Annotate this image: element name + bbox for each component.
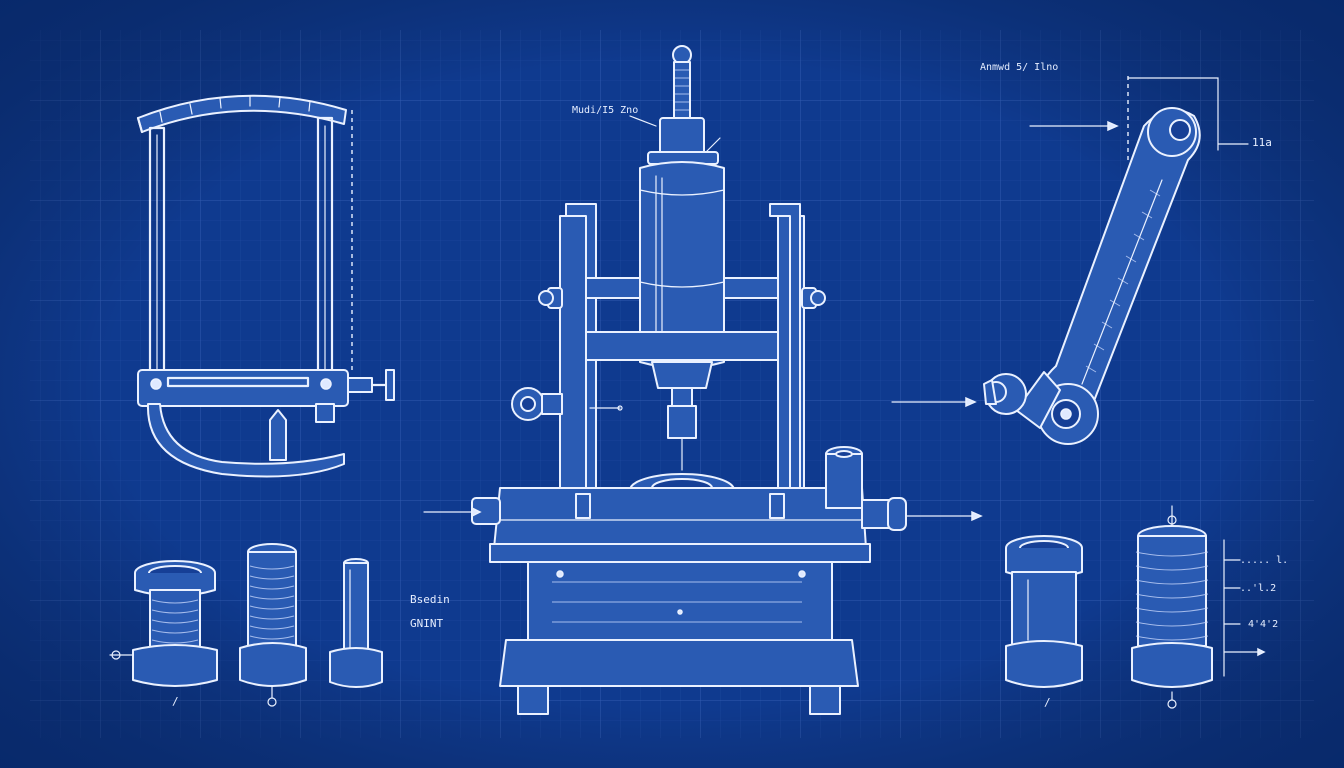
spindle-label: Mudi/I5 Zno: [572, 105, 638, 116]
part-left-tick: /: [172, 695, 179, 708]
left-parts-label-a: Bsedin: [410, 593, 450, 606]
left-parts-label-b: GNINT: [410, 617, 443, 630]
right-bushing-icon: [1005, 535, 1083, 688]
coil-spring-icon: [1131, 505, 1266, 709]
crank-arm-icon: [983, 107, 1201, 445]
leader-arrows: [423, 120, 1119, 522]
spring-sleeve-icon: [239, 543, 307, 707]
press-machine-icon: [471, 45, 907, 715]
arm-dimension-label: 11a: [1252, 136, 1272, 149]
part-right-tick: /: [1044, 696, 1051, 709]
spring-label-low: 4'4'2: [1248, 619, 1278, 630]
spring-label-top: ..... l.: [1240, 555, 1288, 566]
bushing-icon: [109, 560, 218, 687]
spring-label-mid: ..'l.2: [1240, 583, 1276, 594]
bolt-pin-icon: [329, 558, 383, 688]
top-right-label: Anmwd 5/ Ilno: [980, 62, 1058, 73]
frame-clamp-icon: [136, 94, 395, 478]
